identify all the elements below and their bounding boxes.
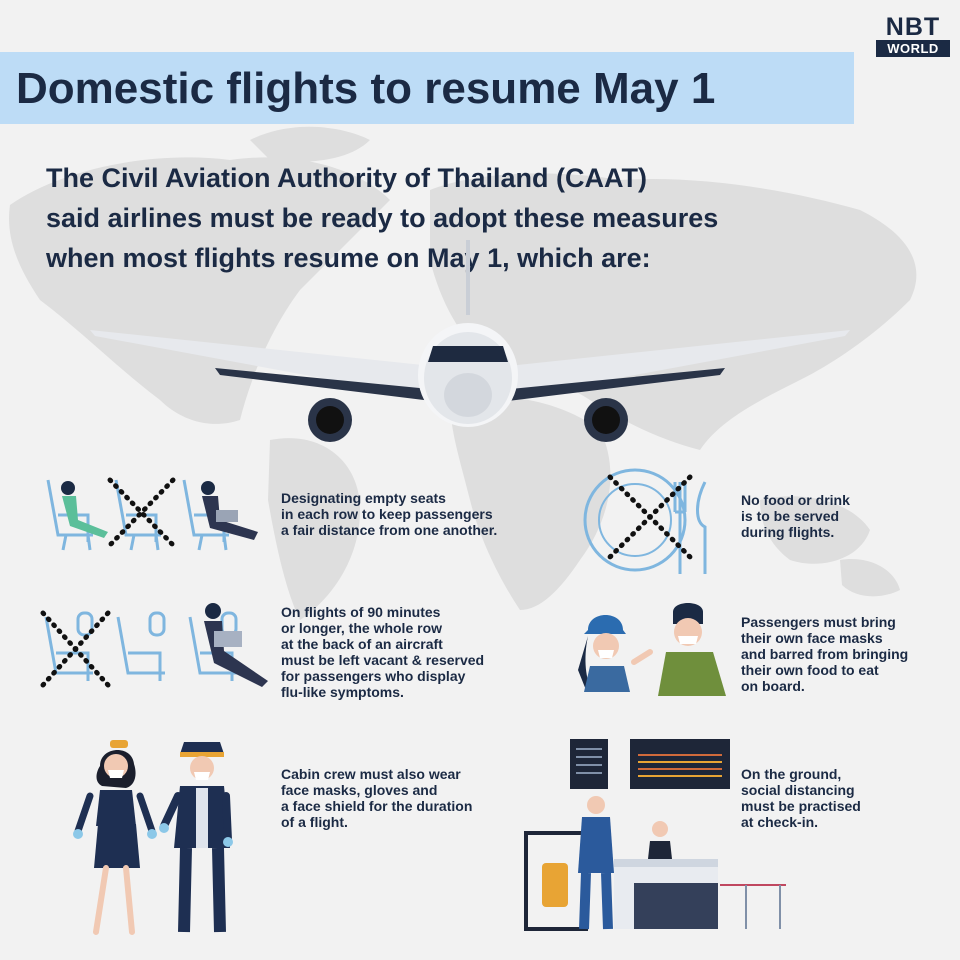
logo-text-top: NBT xyxy=(885,13,941,41)
measure-line: a fair distance from one another. xyxy=(281,522,498,538)
measure-line: of a flight. xyxy=(281,814,348,830)
check-in-counter-icon xyxy=(524,739,786,931)
measure-line: at check-in. xyxy=(741,814,819,830)
title-banner xyxy=(0,52,854,124)
measure-line: their own food to eat xyxy=(741,662,879,678)
measure-back-row-text: On flights of 90 minutes or longer, the … xyxy=(281,604,484,700)
plate-fork-crossed-icon xyxy=(583,468,707,574)
measure-line: on board. xyxy=(741,678,805,694)
cabin-crew-icon xyxy=(73,740,233,935)
measure-line: their own face masks xyxy=(741,630,883,646)
measure-line: at the back of an aircraft xyxy=(281,636,443,652)
measure-line: must be practised xyxy=(741,798,861,814)
intro-line: The Civil Aviation Authority of Thailand… xyxy=(46,163,647,193)
measure-line: must be left vacant & reserved xyxy=(281,652,485,668)
back-row-seats-icon xyxy=(40,603,268,688)
seats-crossed-icon xyxy=(46,477,258,551)
measure-no-food-text: No food or drink is to be served during … xyxy=(741,492,850,540)
measure-line: flu-like symptoms. xyxy=(281,684,404,700)
masked-passengers-icon xyxy=(578,603,726,696)
measure-line: social distancing xyxy=(741,782,855,798)
measure-empty-seats-text: Designating empty seats in each row to k… xyxy=(281,490,497,538)
measure-cabin-crew-text: Cabin crew must also wear face masks, gl… xyxy=(281,766,472,830)
measure-line: On flights of 90 minutes xyxy=(281,604,441,620)
measure-check-in-text: On the ground, social distancing must be… xyxy=(741,766,861,830)
page-title: Domestic flights to resume May 1 xyxy=(16,64,716,113)
measure-line: Passengers must bring xyxy=(741,614,896,630)
measure-face-masks-text: Passengers must bring their own face mas… xyxy=(741,614,908,694)
measure-line: a face shield for the duration xyxy=(281,798,473,814)
measure-line: during flights. xyxy=(741,524,835,540)
intro-line: when most flights resume on May 1, which… xyxy=(46,243,651,273)
nbt-world-logo: NBT WORLD xyxy=(876,14,950,57)
measure-line: and barred from bringing xyxy=(741,646,909,662)
measure-line: is to be served xyxy=(741,508,840,524)
measure-line: On the ground, xyxy=(741,766,842,782)
logo-text-bottom: WORLD xyxy=(876,40,950,57)
measure-line: in each row to keep passengers xyxy=(281,506,493,522)
measure-line: Cabin crew must also wear xyxy=(281,766,461,782)
measure-line: face masks, gloves and xyxy=(281,782,438,798)
measure-line: Designating empty seats xyxy=(281,490,446,506)
intro-text: The Civil Aviation Authority of Thailand… xyxy=(46,158,906,278)
measure-line: No food or drink xyxy=(741,492,850,508)
intro-line: said airlines must be ready to adopt the… xyxy=(46,203,719,233)
measure-line: for passengers who display xyxy=(281,668,466,684)
measure-line: or longer, the whole row xyxy=(281,620,443,636)
